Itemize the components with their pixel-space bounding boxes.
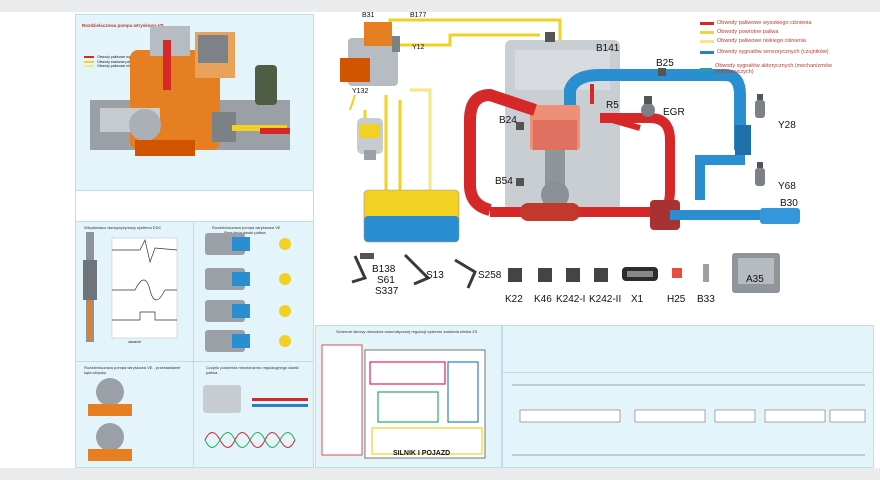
fuel-tank: [363, 189, 460, 243]
label-b30: B30: [780, 198, 798, 209]
dose-regulation-graphics: [205, 233, 291, 352]
panel-pump-title: Rozdzielaczowa pompa wtryskowa VE: [82, 23, 164, 28]
sensor-b141: [545, 32, 555, 42]
label-b138: B138: [372, 264, 396, 275]
label-s337: S337: [375, 286, 399, 297]
wiring-graphics: [512, 384, 866, 456]
sensor-b54: [516, 178, 524, 186]
label-x1: X1: [631, 294, 644, 305]
label-k242-2: K242-II: [589, 294, 622, 305]
injector-graphic: [83, 232, 178, 342]
legend-high-pressure: Obwody paliwowe wysokiego ciśnienia: [700, 18, 811, 28]
label-b141: B141: [596, 43, 620, 54]
legend-actuator-signal: Obwody sygnałów aktorycznych (mechanizmó…: [700, 62, 850, 76]
relays: [508, 268, 608, 282]
label-b31: B31: [362, 12, 375, 19]
top-margin: [0, 0, 880, 12]
label-y132: Y132: [352, 88, 369, 95]
label-b33: B33: [697, 294, 715, 305]
label-h25: H25: [667, 294, 686, 305]
label-k242-1: K242-I: [556, 294, 586, 305]
label-b177: B177: [410, 12, 427, 19]
panel-position-sensor: Czujnik położenia mechanizmu regulacyjne…: [193, 361, 314, 468]
dose-subtitle: Regulacja dawki paliwa: [224, 230, 266, 235]
pump-cutaway: [90, 26, 290, 156]
label-s61: S61: [377, 275, 395, 286]
egr-valve: [641, 96, 655, 117]
label-s13: S13: [426, 270, 444, 281]
label-s258: S258: [478, 270, 502, 281]
dose-title: Rozdzielaczowa pompa wtryskowa VE: [212, 225, 281, 230]
label-y68: Y68: [778, 181, 796, 192]
label-k46: K46: [534, 294, 552, 305]
label-b54: B54: [495, 176, 513, 187]
fuel-filter: [357, 118, 383, 160]
control-schematic-graphics: [321, 344, 486, 459]
timing-advance-graphics: [88, 378, 132, 461]
legend-return: Obwody powrotne paliwa: [700, 27, 778, 37]
label-silnik-pojazd: SILNIK I POJAZD: [393, 450, 451, 457]
fuel-lines: [349, 18, 562, 195]
top-legend: Obwody paliwowe wysokiego ciśnienia Obwo…: [700, 18, 870, 78]
gas-pedal: [454, 258, 477, 289]
glow-plug-r5: [590, 84, 594, 104]
engine-block: [505, 40, 620, 210]
injector-title: Wtryskiwacz dwusprężynowy systemu EDC: [84, 225, 162, 230]
position-sensor-title: Czujnik położenia mechanizmu regulacyjne…: [206, 365, 299, 375]
clutch-pedal: [403, 253, 431, 286]
sensor-b25: [658, 68, 666, 76]
label-b25: B25: [656, 58, 674, 69]
label-r5: R5: [606, 100, 619, 111]
label-egr: EGR: [663, 107, 685, 118]
label-b24: B24: [499, 115, 517, 126]
label-a35: A35: [746, 274, 764, 285]
actuator-y28: [755, 94, 765, 118]
pump-legend: Obwody paliwowe wysokiego ciśnienia Obwo…: [84, 55, 164, 69]
diagnostic-connector: [622, 267, 658, 281]
injection-pump: [340, 22, 400, 86]
speed-sensor: [703, 264, 709, 282]
legend-low-pressure: Obwody paliwowe niskiego ciśnienia: [700, 36, 806, 46]
bottom-margin: [0, 468, 880, 480]
schematic-title: Schemat ideowy obwodów automatycznej reg…: [336, 329, 478, 334]
label-y28: Y28: [778, 120, 796, 131]
label-y12: Y12: [412, 44, 425, 51]
label-k22: K22: [505, 294, 523, 305]
actuator-y68: [755, 162, 765, 186]
exhaust-circuit: [464, 88, 680, 230]
legend-sensor-signal: Obwody sygnałów sensorycznych (czujników…: [700, 45, 850, 59]
ecu: [732, 253, 780, 293]
timing-title: Rozdzielaczowa pompa wtryskowa VE - prze…: [84, 365, 181, 375]
brake-pedal: [351, 253, 374, 284]
curve-label-5: otwarcie: [128, 340, 142, 344]
position-sensor-graphics: [203, 385, 308, 448]
warning-lamp: [672, 268, 682, 278]
sensor-b24: [516, 122, 524, 130]
